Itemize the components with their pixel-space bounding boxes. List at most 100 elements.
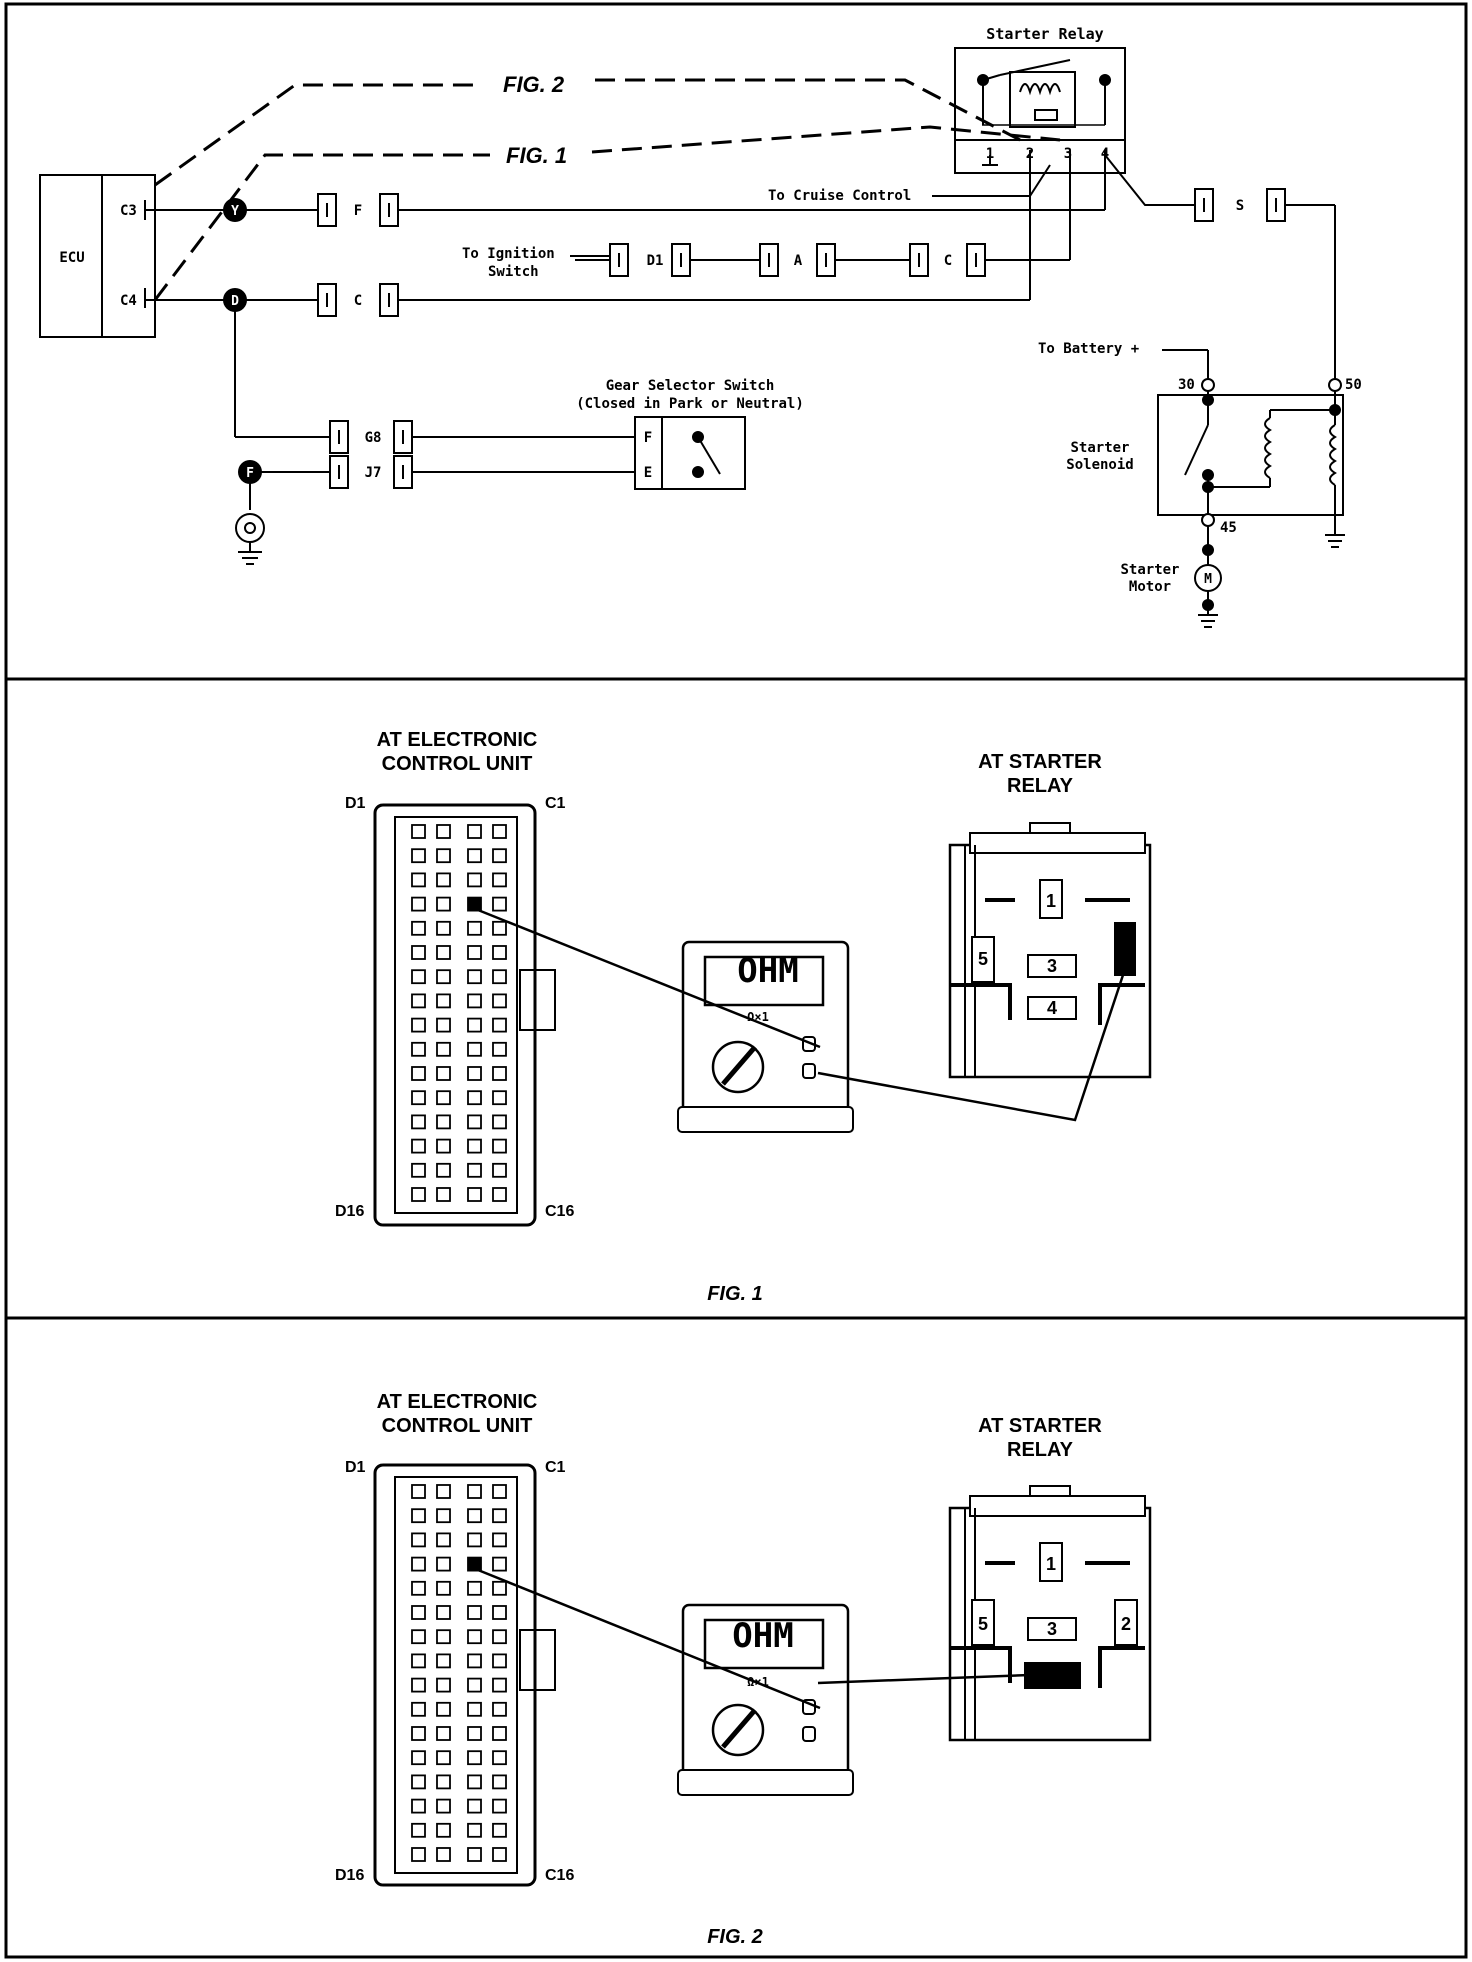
starter-motor-m: M <box>1204 572 1212 587</box>
starter-motor-label-2: Motor <box>1129 579 1171 595</box>
wiring-schematic <box>39 47 1345 628</box>
ecu-pin <box>492 1508 507 1524</box>
ecu-pin <box>467 1677 482 1693</box>
test-lead-relay <box>817 974 1125 1122</box>
ecu-pin <box>467 1187 482 1202</box>
connector-s-label: S <box>1236 198 1244 214</box>
ecu-pin <box>436 945 451 960</box>
ecu-pin <box>411 1822 426 1838</box>
splice-d: D <box>223 288 247 312</box>
ecu-pin <box>436 848 451 864</box>
ecu-pin <box>411 1580 426 1596</box>
relay-coil-icon <box>1009 71 1076 128</box>
ecu-label: ECU <box>59 250 84 266</box>
ecu-pin <box>492 1822 507 1838</box>
ecu-pin <box>436 969 451 985</box>
connector-f <box>317 193 399 227</box>
fig1-ohmmeter <box>477 908 1125 1133</box>
ecu-pin <box>467 945 482 960</box>
ecu-pin <box>411 1114 426 1130</box>
ecu-pin <box>436 896 451 912</box>
fig1-corner-c1: C1 <box>545 795 566 812</box>
ecu-pin <box>411 1653 426 1669</box>
ecu-pin <box>492 872 507 888</box>
ecu-pin <box>492 1701 507 1717</box>
ecu-pin <box>492 1677 507 1693</box>
ecu-pin <box>467 1605 482 1620</box>
ecu-pin <box>492 993 507 1009</box>
ecu-connector-latch <box>519 969 556 1031</box>
ecu-pin <box>436 1090 451 1106</box>
ecu-box <box>39 174 156 338</box>
relay-socket-top <box>969 832 1146 854</box>
relay-socket-rib <box>950 1646 1012 1683</box>
gear-selector-pin-e: E <box>644 465 652 481</box>
fig2-ecu-title-2: CONTROL UNIT <box>382 1415 533 1437</box>
gear-selector-subtitle: (Closed in Park or Neutral) <box>576 396 804 412</box>
ecu-pin <box>467 848 482 864</box>
ecu-pin <box>436 1822 451 1838</box>
relay-socket-key <box>1029 822 1071 834</box>
ecu-pin <box>411 848 426 864</box>
relay-switch-icon <box>977 59 1111 125</box>
ecu-pin <box>436 1701 451 1717</box>
ecu-pin <box>411 1798 426 1814</box>
ecu-pin <box>411 1677 426 1693</box>
ecu-pin <box>411 1847 426 1862</box>
ecu-pin <box>436 993 451 1009</box>
ecu-pin <box>467 1162 482 1178</box>
svg-text:F: F <box>246 466 254 481</box>
ecu-pin <box>411 1138 426 1154</box>
relay-pin-3: 3 <box>1064 146 1072 162</box>
fig2-relay-title-2: RELAY <box>1007 1439 1074 1461</box>
ecu-pin <box>492 1041 507 1057</box>
relay-pin-number: 1 <box>1046 891 1056 911</box>
ecu-pin <box>411 945 426 960</box>
ecu-pin <box>436 920 451 936</box>
ecu-pin <box>492 1090 507 1106</box>
ecu-pin <box>436 1847 451 1862</box>
fig2-meter-range: Ω×1 <box>747 1675 769 1689</box>
relay-pin-number: 2 <box>1121 1614 1131 1634</box>
ecu-pin <box>411 1701 426 1717</box>
ecu-pin <box>467 1041 482 1057</box>
ecu-pin <box>492 1187 507 1202</box>
ecu-pin <box>467 1138 482 1154</box>
starter-solenoid-label-2: Solenoid <box>1066 457 1133 473</box>
fig2-ohmmeter <box>477 1568 1031 1796</box>
inline-connectors <box>317 188 1286 489</box>
fig-reference-lines <box>153 78 1061 301</box>
splice-y: Y <box>223 198 247 222</box>
connector-c-mid <box>909 243 986 277</box>
ecu-pin <box>467 1090 482 1106</box>
ecu-pin <box>492 1605 507 1620</box>
ecu-pin <box>436 1629 451 1645</box>
ecu-pin-c3: C3 <box>120 203 137 219</box>
starter-relay-title: Starter Relay <box>986 25 1103 43</box>
relay-socket-rib <box>950 983 1012 1020</box>
ecu-pin <box>467 1532 482 1548</box>
ecu-pin <box>436 1605 451 1620</box>
terminal-45-label: 45 <box>1220 520 1237 536</box>
ecu-pin <box>436 1508 451 1524</box>
ecu-pin <box>411 1187 426 1202</box>
relay-socket-top <box>969 1495 1146 1517</box>
test-lead-ecu <box>477 908 821 1049</box>
ecu-pin <box>467 1653 482 1669</box>
fig1-relay-title-1: AT STARTER <box>978 751 1102 773</box>
ecu-pin <box>436 1041 451 1057</box>
ecu-pin <box>492 969 507 985</box>
ecu-pin <box>467 1629 482 1645</box>
ecu-pin <box>492 1138 507 1154</box>
relay-terminal-probed <box>1024 1662 1081 1689</box>
ecu-pin <box>467 824 482 839</box>
relay-terminal-2 <box>1114 1599 1138 1646</box>
ecu-pin-probed <box>467 896 482 912</box>
ecu-connector-latch <box>519 1629 556 1691</box>
fig2-ecu-title-1: AT ELECTRONIC <box>377 1391 538 1413</box>
ecu-pin <box>467 920 482 936</box>
fig2-meter-display: OHM <box>732 1616 793 1656</box>
ecu-connector-inner <box>394 1476 518 1874</box>
ecu-pin <box>467 1508 482 1524</box>
meter-jack <box>802 1063 816 1079</box>
